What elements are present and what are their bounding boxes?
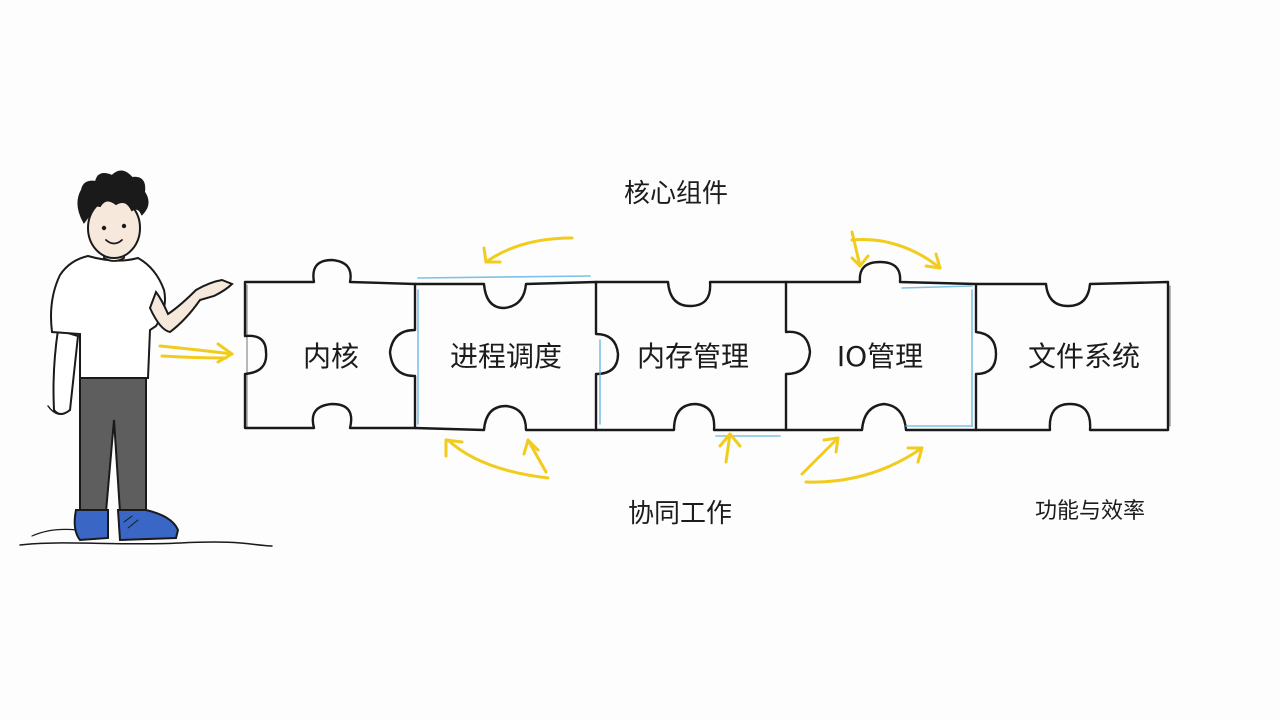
right-label: 功能与效率 (1035, 499, 1145, 524)
puzzle-piece-5 (974, 280, 1171, 432)
bottom-label: 协同工作 (628, 499, 732, 529)
piece-label-1: 内核 (303, 340, 359, 373)
puzzle-piece-2 (413, 275, 620, 432)
piece-label-5: 文件系统 (1028, 340, 1140, 373)
piece-label-2: 进程调度 (450, 340, 562, 373)
arrow-top-left (482, 236, 574, 264)
puzzle-labels: 内核 进程调度 内存管理 IO管理 文件系统 (303, 340, 1140, 373)
puzzle-piece-4 (784, 260, 998, 432)
arrow-top-right (850, 230, 942, 270)
arrow-bottom-left (444, 438, 550, 480)
arrow-into-puzzle (158, 342, 234, 364)
piece-label-4: IO管理 (837, 340, 923, 373)
puzzle-chain (243, 258, 1171, 437)
person-pointing-icon (19, 170, 273, 547)
arrow-bottom-right (800, 436, 924, 484)
piece-label-3: 内存管理 (637, 340, 749, 373)
yellow-arrows (158, 230, 942, 484)
arrow-bottom-middle (718, 432, 742, 464)
top-label: 核心组件 (624, 179, 728, 209)
